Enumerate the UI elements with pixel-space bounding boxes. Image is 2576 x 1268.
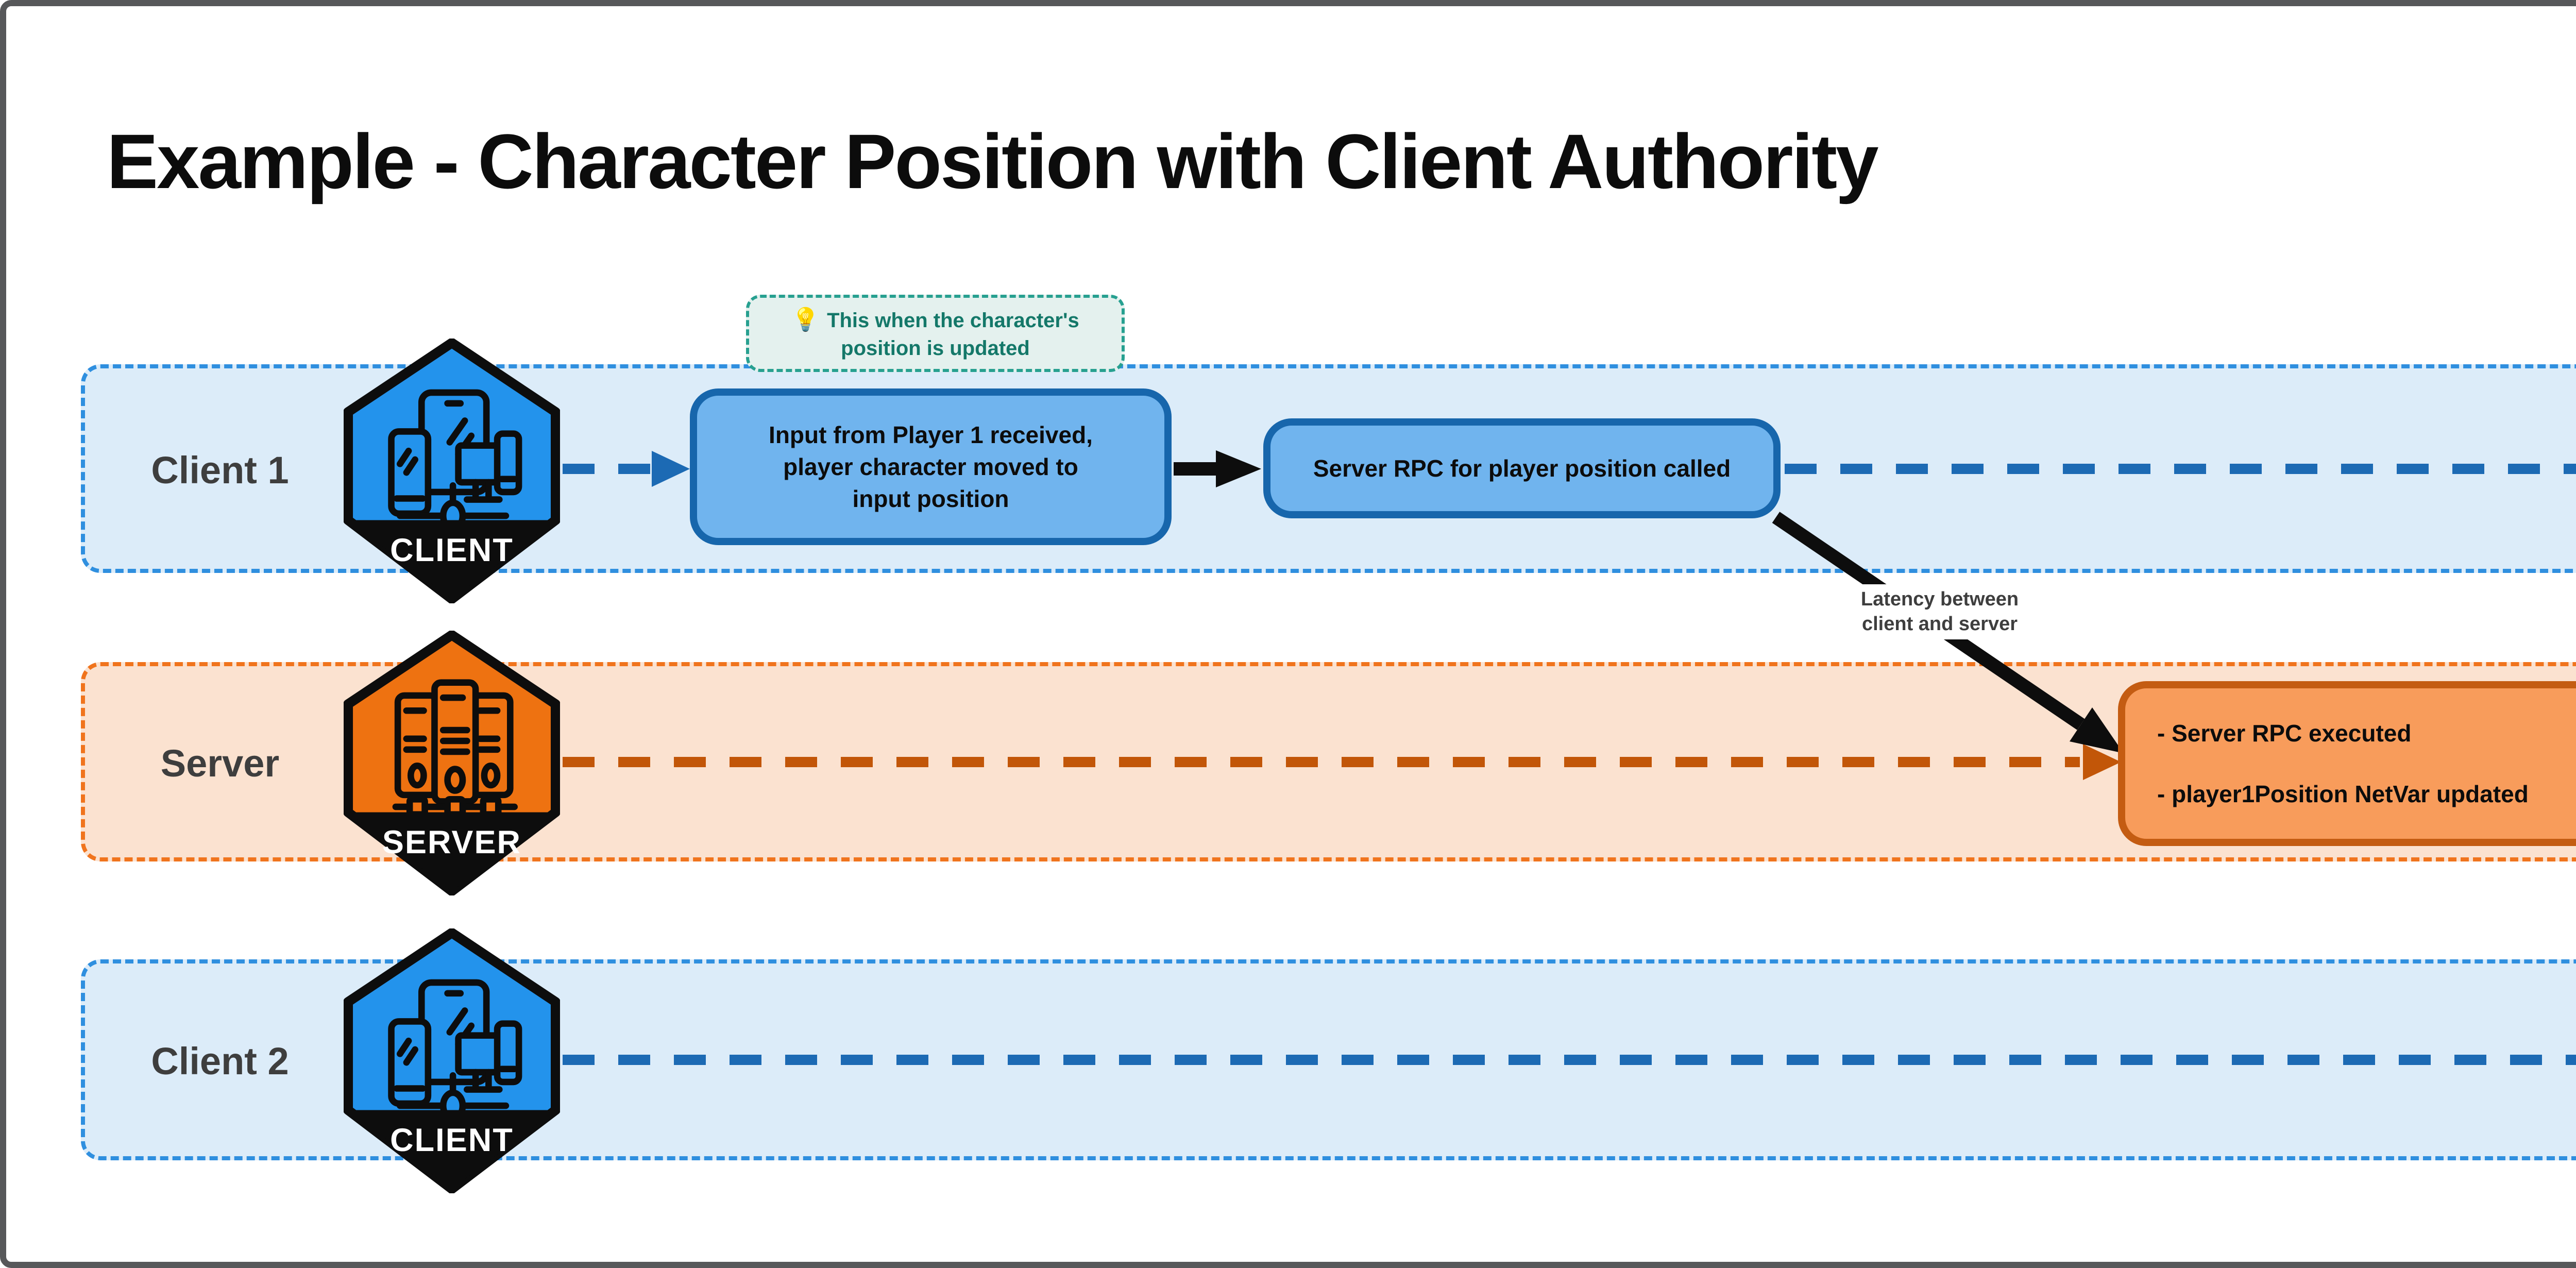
server-racks-icon [392, 679, 518, 818]
server-arrowhead-into-exec-box [2083, 744, 2121, 780]
input-received-box: Input from Player 1 received, player cha… [690, 388, 1172, 545]
arrow-rpc-to-server-head [2070, 707, 2124, 753]
client1-arrowhead-into-input-box [652, 451, 690, 487]
client2-hexagon-icon: CLIENT [344, 928, 560, 1193]
client-devices-icon [388, 979, 522, 1122]
netvar-updated-line: - player1Position NetVar updated [2157, 780, 2529, 807]
latency-label-rpc: Latency between client and server [1833, 584, 2047, 639]
latency-label-line: client and server [1861, 613, 2018, 635]
server-rpc-executed-line: - Server RPC executed [2157, 719, 2412, 747]
page-title: Example - Character Position with Client… [107, 118, 1879, 205]
client2-badge-label: CLIENT [390, 1122, 514, 1158]
server-badge-label: SERVER [382, 824, 521, 860]
note-text-line1: This when the character's [827, 309, 1079, 332]
input-received-box-line: input position [852, 485, 1009, 513]
note-callout: 💡 This when the character's position is u… [746, 295, 1125, 372]
lane-label-server: Server [160, 742, 280, 785]
lane-label-client1: Client 1 [151, 449, 289, 492]
latency-label-line: Latency between [1860, 588, 2019, 610]
lane-label-client2: Client 2 [151, 1040, 289, 1083]
input-received-box-line: player character moved to [783, 453, 1078, 480]
input-received-box-line: Input from Player 1 received, [769, 421, 1093, 448]
arrow-input-to-rpc-head [1216, 450, 1261, 487]
note-text-line2: position is updated [841, 336, 1030, 360]
client1-hexagon-icon: CLIENT [344, 339, 560, 603]
client1-badge-label: CLIENT [390, 532, 514, 568]
server-rpc-executed-box: - Server RPC executed - player1Position … [2118, 681, 2576, 846]
lightbulb-icon: 💡 [791, 307, 820, 333]
server-rpc-called-box: Server RPC for player position called [1263, 418, 1781, 518]
server-hexagon-icon: SERVER [344, 631, 560, 895]
server-rpc-called-label: Server RPC for player position called [1313, 454, 1731, 482]
client-devices-icon [388, 389, 522, 532]
